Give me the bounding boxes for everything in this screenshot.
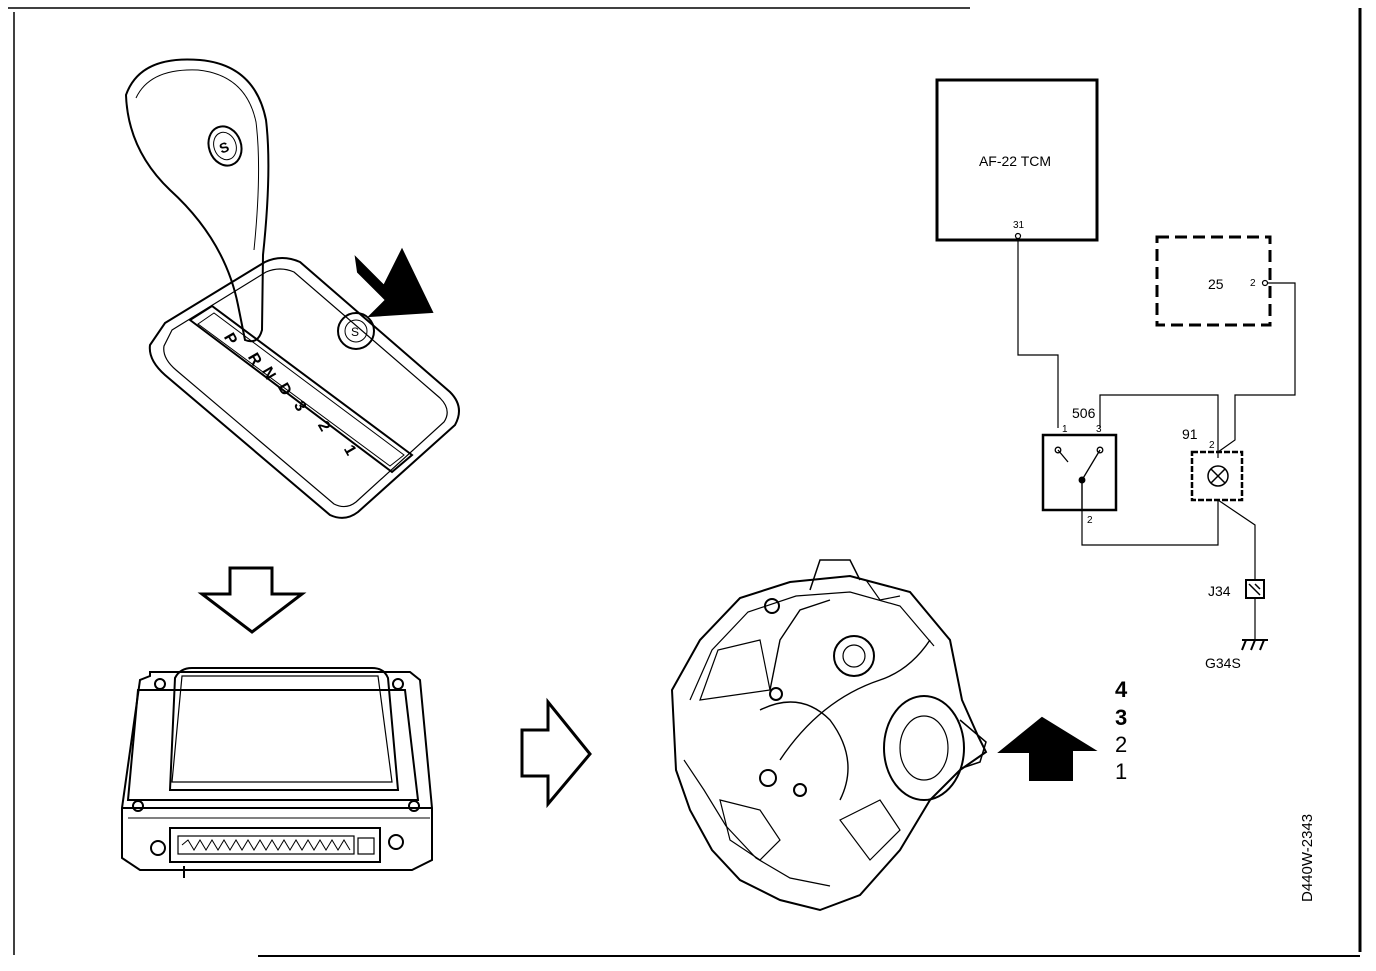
unit-25-pin-label: 2	[1250, 278, 1256, 289]
tcm-pin-terminal	[1014, 232, 1022, 240]
ground-label: G34S	[1205, 655, 1241, 671]
switch-506-label: 506	[1072, 405, 1096, 421]
right-arrow-icon	[520, 697, 592, 809]
release-button-label: S	[351, 325, 359, 339]
unit-25-pin-terminal	[1261, 279, 1269, 287]
wires	[1017, 238, 1296, 640]
pointer-arrow-icon	[354, 247, 434, 318]
lamp-icon	[1207, 465, 1229, 487]
gear-indicator-3: 3	[1115, 705, 1127, 730]
connector-j34-icon	[1248, 583, 1261, 596]
gear-position-3: 3	[290, 398, 309, 414]
switch-506-pin-2-label: 2	[1087, 515, 1093, 526]
tcm-box	[935, 78, 1099, 242]
control-module-illustration	[121, 667, 433, 878]
down-arrow-icon	[197, 566, 307, 634]
gear-indicator-1: 1	[1115, 759, 1127, 784]
gear-position-1: 1	[340, 442, 359, 458]
connector-j34-label: J34	[1208, 583, 1231, 599]
gear-position-r: R	[244, 350, 265, 369]
unit-25-label: 25	[1208, 276, 1224, 292]
gear-position-n: N	[258, 364, 279, 383]
switch-506-pin-1-label: 1	[1062, 424, 1068, 435]
gear-indicator-2: 2	[1115, 732, 1127, 757]
tcm-pin-label: 31	[1013, 220, 1025, 231]
lamp-91-box	[1190, 450, 1244, 502]
unit-25-box	[1155, 235, 1272, 327]
transmission-illustration	[670, 559, 988, 912]
gear-indicator-4: 4	[1115, 677, 1128, 702]
gear-selector-illustration	[124, 58, 460, 519]
gear-position-2: 2	[314, 418, 333, 434]
ground-icon	[1241, 639, 1268, 651]
figure-code: D440W-2343	[1299, 814, 1316, 902]
knob-button-label: S	[217, 138, 231, 156]
switch-506-box	[1041, 433, 1118, 512]
lamp-91-pin-label: 2	[1209, 440, 1215, 451]
tcm-label: AF-22 TCM	[979, 153, 1051, 169]
switch-506-pin-3-label: 3	[1096, 424, 1102, 435]
up-arrow-icon	[997, 716, 1098, 781]
page-frame	[8, 7, 1362, 957]
lamp-91-label: 91	[1182, 426, 1198, 442]
switch-506-contacts	[1054, 446, 1104, 510]
